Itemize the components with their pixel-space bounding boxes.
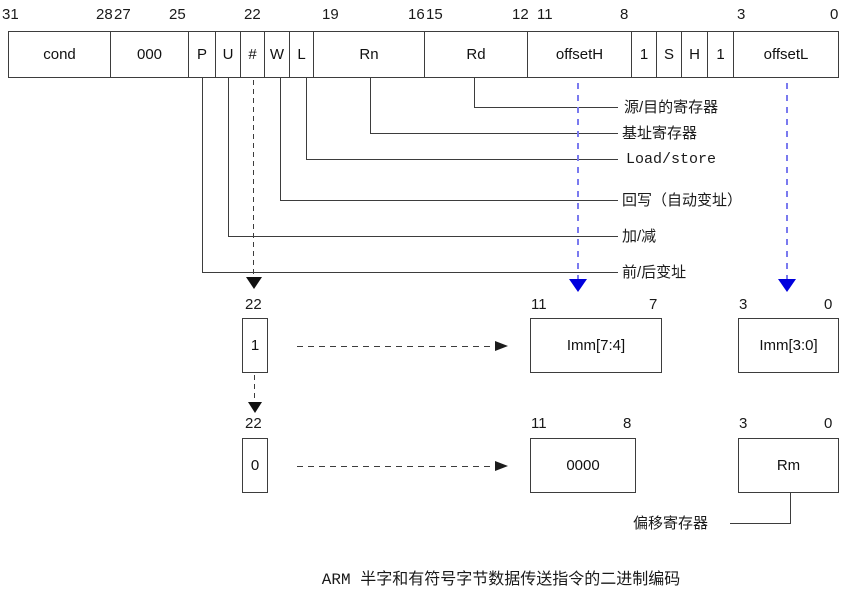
box-bit22-value-0: 0 <box>242 438 268 493</box>
imm-dashed-arrow-line <box>297 346 495 347</box>
leader-line-u <box>228 78 229 237</box>
callout-offset-register: 偏移寄存器 <box>633 515 709 532</box>
leader-line-rm <box>790 492 791 524</box>
callout-source-dest-register: 源/目的寄存器 <box>624 99 719 116</box>
bit-label-19: 19 <box>322 6 339 23</box>
callout-writeback: 回写（自动变址） <box>622 192 743 209</box>
offseth-blue-dashed-line <box>577 83 579 279</box>
bit-label-28: 28 <box>96 6 113 23</box>
arrowhead-right-icon <box>495 341 508 351</box>
leader-line-rd <box>474 107 618 108</box>
reg-dashed-arrow-line <box>297 466 495 467</box>
imm30-bit-hi: 3 <box>739 296 748 313</box>
arrowhead-right-icon <box>495 461 508 471</box>
bit-label-11: 11 <box>537 6 553 23</box>
figure-caption: ARM 半字和有符号字节数据传送指令的二进制编码 <box>321 571 681 589</box>
zeros-bit-lo: 8 <box>623 415 632 432</box>
imm30-bit-lo: 0 <box>824 296 833 313</box>
field-offseth: offsetH <box>527 31 632 78</box>
field-1a: 1 <box>631 31 657 78</box>
blue-arrowhead-down-icon <box>778 279 796 292</box>
bit-label-22: 22 <box>244 6 261 23</box>
bit-label-15: 15 <box>426 6 443 23</box>
bit-label-12: 12 <box>512 6 529 23</box>
field-1b: 1 <box>707 31 734 78</box>
bit-label-25: 25 <box>169 6 186 23</box>
bit22-label-reg: 22 <box>245 415 262 432</box>
bit-label-0: 0 <box>830 6 839 23</box>
bit-label-3: 3 <box>737 6 746 23</box>
black-arrowhead-down-icon <box>248 402 262 413</box>
field-rd: Rd <box>424 31 528 78</box>
callout-up-down: 加/减 <box>622 228 657 245</box>
callout-load-store: Load/store <box>626 151 717 168</box>
field-000: 000 <box>110 31 189 78</box>
field-rn: Rn <box>313 31 425 78</box>
box-imm-7-4: Imm[7:4] <box>530 318 662 373</box>
bit22-dashed-connector <box>254 375 255 404</box>
leader-line-rd <box>474 78 475 108</box>
black-arrowhead-down-icon <box>246 277 262 289</box>
leader-line-l <box>306 78 307 160</box>
leader-line-p <box>202 78 203 273</box>
rm-bit-lo: 0 <box>824 415 833 432</box>
field-u: U <box>215 31 241 78</box>
box-imm-3-0: Imm[3:0] <box>738 318 839 373</box>
blue-arrowhead-down-icon <box>569 279 587 292</box>
bit-label-8: 8 <box>620 6 629 23</box>
field-l: L <box>289 31 314 78</box>
box-bit22-value-1: 1 <box>242 318 268 373</box>
leader-line-w <box>280 200 618 201</box>
field-h: H <box>681 31 708 78</box>
bit22-label-imm: 22 <box>245 296 262 313</box>
bit-label-16: 16 <box>408 6 425 23</box>
leader-line-rn <box>370 133 618 134</box>
leader-line-u <box>228 236 618 237</box>
field-w: W <box>264 31 290 78</box>
hash-dashed-line <box>253 80 254 277</box>
field-hash: # <box>240 31 265 78</box>
field-offsetl: offsetL <box>733 31 839 78</box>
box-0000: 0000 <box>530 438 636 493</box>
offsetl-blue-dashed-line <box>786 83 788 279</box>
leader-line-w <box>280 78 281 201</box>
rm-bit-hi: 3 <box>739 415 748 432</box>
bit-label-27: 27 <box>114 6 131 23</box>
zeros-bit-hi: 11 <box>531 415 547 432</box>
leader-line-rn <box>370 78 371 134</box>
leader-line-rm <box>730 523 791 524</box>
instruction-word-row: cond 000 P U # W L Rn Rd offsetH 1 S H 1… <box>8 31 839 78</box>
leader-line-p <box>202 272 618 273</box>
callout-pre-post-index: 前/后变址 <box>622 264 687 281</box>
field-cond: cond <box>8 31 111 78</box>
leader-line-l <box>306 159 618 160</box>
bit-label-31: 31 <box>2 6 19 23</box>
box-rm: Rm <box>738 438 839 493</box>
imm74-bit-lo: 7 <box>649 296 658 313</box>
field-s: S <box>656 31 682 78</box>
callout-base-register: 基址寄存器 <box>622 125 698 142</box>
imm74-bit-hi: 11 <box>531 296 547 313</box>
field-p: P <box>188 31 216 78</box>
